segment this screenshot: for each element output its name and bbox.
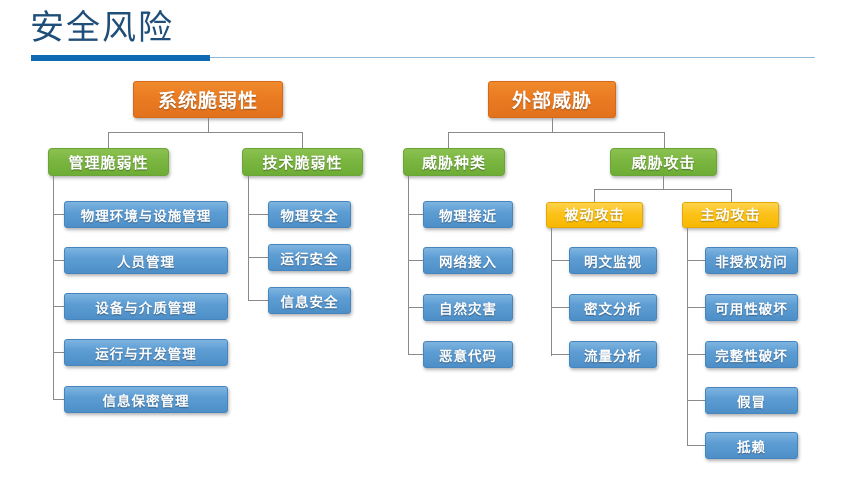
- node-mgmt-child-1[interactable]: 物理环境与设施管理: [64, 201, 228, 228]
- node-mgmt-child-4[interactable]: 运行与开发管理: [64, 339, 228, 366]
- node-threattype-child-3[interactable]: 自然灾害: [423, 294, 513, 321]
- node-passive-child-3[interactable]: 流量分析: [569, 341, 657, 368]
- node-external-threat-root[interactable]: 外部威胁: [488, 81, 616, 118]
- connector-mgmt-stub-1: [53, 214, 64, 215]
- connector-root2-to-attacks: [664, 132, 665, 148]
- connector-root1-stem: [208, 118, 209, 132]
- node-passive-attack[interactable]: 被动攻击: [546, 202, 643, 228]
- connector-root1-bus: [108, 132, 302, 133]
- connector-root1-to-mgmt: [108, 132, 109, 148]
- node-active-child-1[interactable]: 非授权访问: [705, 247, 798, 274]
- connector-attacks-to-passive: [594, 189, 595, 202]
- connector-active-stub-2: [687, 307, 705, 308]
- connector-attacks-stem: [663, 176, 664, 189]
- connector-threattypes-stub-4: [408, 354, 423, 355]
- node-passive-child-1[interactable]: 明文监视: [569, 247, 657, 274]
- connector-tech-stub-1: [248, 214, 268, 215]
- node-passive-child-2[interactable]: 密文分析: [569, 294, 657, 321]
- node-mgmt-child-3[interactable]: 设备与介质管理: [64, 293, 228, 320]
- connector-tech-stub-2: [248, 257, 268, 258]
- connector-attacks-bus: [594, 189, 731, 190]
- connector-threattypes-stub-2: [408, 260, 423, 261]
- connector-mgmt-spine: [53, 176, 54, 399]
- connector-mgmt-stub-4: [53, 352, 64, 353]
- connector-threattypes-stub-1: [408, 214, 423, 215]
- node-threattype-child-4[interactable]: 恶意代码: [423, 341, 513, 368]
- node-threat-attacks[interactable]: 威胁攻击: [610, 148, 717, 176]
- node-active-child-4[interactable]: 假冒: [705, 387, 798, 414]
- connector-threattypes-stub-3: [408, 307, 423, 308]
- node-threattype-child-1[interactable]: 物理接近: [423, 201, 513, 228]
- connector-root2-stem: [552, 118, 553, 132]
- connector-active-stub-5: [687, 445, 705, 446]
- connector-root1-to-tech: [302, 132, 303, 148]
- connector-passive-stub-2: [551, 307, 569, 308]
- connector-mgmt-stub-3: [53, 306, 64, 307]
- connector-mgmt-stub-2: [53, 260, 64, 261]
- connector-passive-stub-3: [551, 354, 569, 355]
- node-active-child-2[interactable]: 可用性破坏: [705, 294, 798, 321]
- connector-active-stub-3: [687, 354, 705, 355]
- connector-threattypes-spine: [408, 176, 409, 354]
- connector-attacks-to-active: [731, 189, 732, 202]
- node-mgmt-child-5[interactable]: 信息保密管理: [64, 386, 228, 413]
- node-tech-child-1[interactable]: 物理安全: [268, 201, 351, 228]
- connector-active-spine: [687, 228, 688, 445]
- node-system-vulnerability-root[interactable]: 系统脆弱性: [133, 81, 283, 118]
- node-active-attack[interactable]: 主动攻击: [682, 202, 779, 228]
- connector-passive-spine: [551, 228, 552, 356]
- node-mgmt-child-2[interactable]: 人员管理: [64, 247, 228, 274]
- page-title: 安全风险: [30, 9, 174, 47]
- node-threat-types[interactable]: 威胁种类: [403, 148, 505, 176]
- connector-passive-stub-1: [551, 260, 569, 261]
- connector-active-stub-1: [687, 260, 705, 261]
- node-threattype-child-2[interactable]: 网络接入: [423, 247, 513, 274]
- connector-active-stub-4: [687, 400, 705, 401]
- node-tech-child-3[interactable]: 信息安全: [268, 287, 351, 314]
- title-rule-thin: [210, 57, 815, 58]
- connector-tech-spine: [248, 176, 249, 300]
- node-management-vulnerability[interactable]: 管理脆弱性: [48, 148, 169, 176]
- node-technical-vulnerability[interactable]: 技术脆弱性: [242, 148, 363, 176]
- title-rule-thick: [31, 55, 210, 61]
- connector-root2-bus: [448, 132, 664, 133]
- node-active-child-5[interactable]: 抵赖: [705, 432, 798, 459]
- connector-root2-to-types: [448, 132, 449, 148]
- connector-tech-stub-3: [248, 300, 268, 301]
- node-tech-child-2[interactable]: 运行安全: [268, 244, 351, 271]
- connector-mgmt-stub-5: [53, 399, 64, 400]
- node-active-child-3[interactable]: 完整性破坏: [705, 341, 798, 368]
